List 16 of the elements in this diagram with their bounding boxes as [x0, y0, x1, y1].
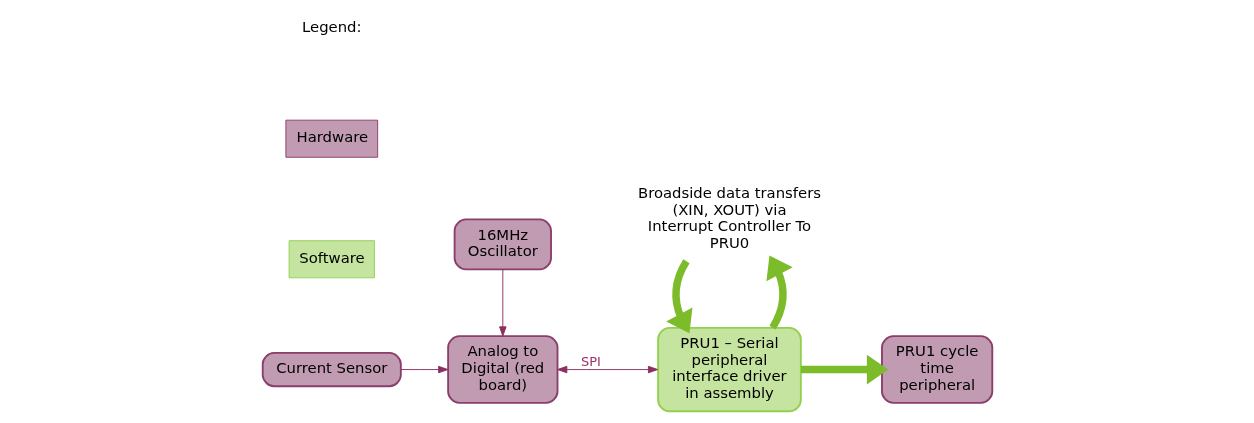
node-box: PRU1 – Serial peripheral interface driver in assembly [656, 326, 802, 413]
arrow [556, 365, 658, 374]
edge-label: SPI [580, 354, 601, 370]
node-box: PRU1 cycle time peripheral [880, 335, 993, 404]
arrow [400, 365, 448, 374]
node-box: Analog to Digital (red board) [446, 335, 558, 404]
arrow [665, 259, 692, 334]
node-text: Broadside data transfers (XIN, XOUT) via Interrupt Controller To PRU0 [637, 183, 821, 251]
arrow [765, 255, 793, 330]
legend-label: Software [298, 248, 365, 266]
node-box: Current Sensor [261, 351, 402, 388]
arrow [800, 354, 888, 385]
legend-label: Hardware [296, 128, 368, 146]
node-box: 16MHz Oscillator [453, 218, 552, 271]
arrow [498, 269, 507, 337]
label: Legend: [301, 17, 362, 35]
